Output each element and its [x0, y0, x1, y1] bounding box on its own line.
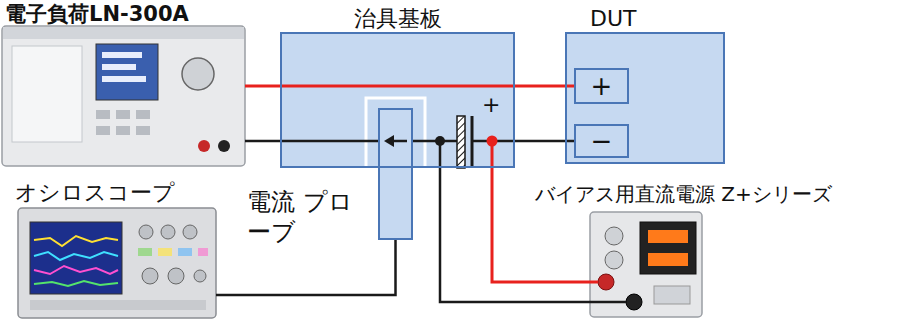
bias-wire-black [440, 141, 626, 302]
scope-knob [168, 268, 184, 284]
scope-knob [194, 270, 206, 282]
wire-line [245, 85, 574, 88]
load-display-bar [102, 76, 146, 82]
wire-connector [245, 86, 574, 87]
load-button [96, 126, 110, 135]
bias-wire-red [492, 141, 598, 282]
supply-display-segment [648, 253, 688, 266]
scope-screen [30, 222, 122, 294]
wire-connector [245, 141, 378, 142]
scope-button [198, 248, 208, 256]
node-title: 電流 プローブ [247, 187, 357, 247]
wire-line [245, 140, 378, 143]
supply-display [640, 222, 696, 274]
capacitor-plate-hatched [457, 116, 465, 168]
scope-trace [34, 281, 118, 286]
load-display [96, 44, 158, 100]
wire-line [216, 240, 396, 295]
supply-knob [605, 251, 623, 269]
scope-knob [142, 268, 158, 284]
load-button [116, 110, 130, 119]
load-knob [182, 58, 214, 90]
load-terminal [218, 140, 230, 152]
oscilloscope: オシロスコープ [18, 208, 216, 318]
polarity-mark: + [482, 94, 500, 116]
terminal-sign: − [591, 128, 613, 154]
node-title: 電子負荷LN-300A [5, 2, 189, 27]
node-title: オシロスコープ [15, 180, 175, 206]
scope-bottom-strip [30, 300, 206, 310]
electronic-load-illustration [2, 26, 245, 166]
scope-trace [34, 266, 118, 274]
node-title: バイアス用直流電源 Z+シリーズ [535, 182, 832, 206]
load-body [2, 26, 245, 166]
dut-fill [565, 32, 725, 164]
supply-display-segment [648, 230, 688, 243]
node-title: DUT [590, 6, 636, 32]
load-button [136, 110, 150, 119]
scope-trace [34, 236, 118, 246]
load-front-panel [12, 46, 82, 142]
scope-knob [161, 225, 175, 239]
terminal-box: + [574, 68, 629, 104]
wire-connector [216, 240, 396, 295]
electronic-load: 電子負荷LN-300A [2, 26, 245, 166]
current-probe: 電流 プローブ [378, 108, 413, 240]
terminal-box: − [574, 124, 629, 158]
load-display-bar [102, 64, 136, 70]
node-title: 治具基板 [354, 6, 442, 32]
capacitor-gap [465, 126, 471, 156]
scope-button [138, 248, 152, 256]
junction-dot-red [487, 136, 498, 147]
scope-trace [34, 252, 118, 260]
dut-box: DUT+− [565, 32, 725, 164]
load-terminal [198, 140, 210, 152]
supply-knob [605, 227, 623, 245]
terminal-sign: + [591, 73, 613, 99]
load-display-bar [102, 52, 142, 58]
probe-direction-arrow [392, 140, 407, 143]
load-button [136, 126, 150, 135]
scope-body [18, 208, 216, 318]
scope-knob [183, 225, 197, 239]
scope-button [178, 248, 192, 256]
supply-terminal-black [626, 294, 642, 310]
probe-fill [378, 108, 413, 240]
scope-knob [139, 225, 153, 239]
jig-board: 治具基板 [280, 32, 515, 168]
plus-terminal-fill [574, 68, 629, 104]
supply-terminal-red [598, 274, 614, 290]
bias-power-supply: バイアス用直流電源 Z+シリーズ [590, 212, 702, 317]
minus-terminal-fill [574, 124, 629, 158]
load-button [96, 110, 110, 119]
label-holder: + [0, 0, 18, 22]
load-top-strip [3, 27, 244, 39]
scope-button [158, 248, 172, 256]
load-button [116, 126, 130, 135]
capacitor-plate [471, 116, 474, 168]
oscilloscope-illustration [18, 208, 216, 318]
supply-switch [654, 286, 690, 304]
probe-direction-arrowhead [384, 135, 394, 147]
